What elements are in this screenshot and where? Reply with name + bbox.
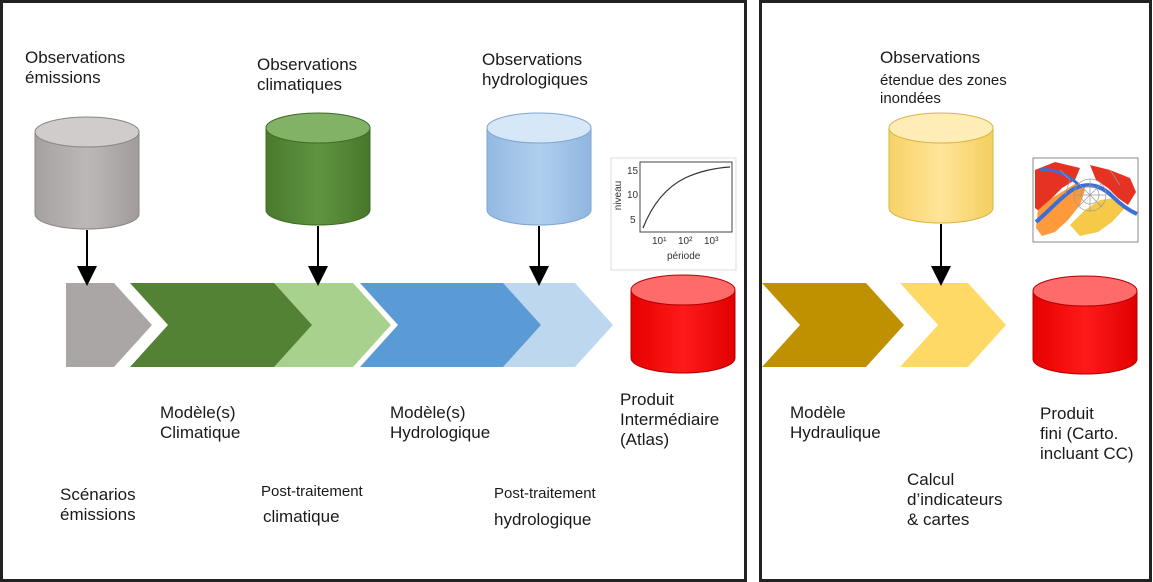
mini-chart-xtick-1: 10¹ <box>652 236 667 247</box>
label-post-traitement-climatique-bottom: climatique <box>263 507 340 526</box>
label-post-traitement-climatique-top: Post-traitement <box>261 483 363 500</box>
cylinder-climatiques <box>265 112 371 226</box>
cylinder-produit-fini <box>1032 275 1138 375</box>
chevron-modele-climatique <box>130 283 331 367</box>
label-observations-hydrologiques: Observations hydrologiques <box>482 50 588 90</box>
left-panel <box>0 0 747 582</box>
label-observations-zones-sub: étendue des zones inondées <box>880 72 1007 107</box>
label-produit-fini: Produit fini (Carto. incluant CC) <box>1040 404 1134 464</box>
label-post-traitement-hydrologique-top: Post-traitement <box>494 485 596 502</box>
label-observations-emissions: Observations émissions <box>25 48 126 88</box>
cylinder-produit-intermediaire <box>630 274 736 374</box>
mini-chart-ylabel: niveau <box>613 180 625 211</box>
mini-return-level-chart <box>610 157 737 271</box>
label-calcul-indicateurs: Calcul d’indicateurs & cartes <box>907 470 1003 530</box>
label-modele-climatique: Modèle(s) Climatique <box>160 403 241 443</box>
label-modele-hydraulique: Modèle Hydraulique <box>790 403 881 443</box>
label-produit-intermediaire: Produit Intermédiaire (Atlas) <box>620 390 720 450</box>
cylinder-hydrologiques <box>486 112 592 226</box>
label-modele-hydrologique: Modèle(s) Hydrologique <box>390 403 491 443</box>
flood-map-thumbnail <box>1032 157 1139 243</box>
label-observations-climatiques: Observations climatiques <box>257 55 358 95</box>
chevron-modele-hydraulique <box>762 283 904 367</box>
label-observations-zones-title: Observations <box>880 48 981 67</box>
label-scenarios-emissions: Scénarios émissions <box>60 485 136 525</box>
chevron-calcul-indicateurs <box>900 283 1006 367</box>
mini-chart-xtick-3: 10³ <box>704 236 719 247</box>
mini-chart-ytick-5: 5 <box>630 215 636 226</box>
mini-chart-ytick-10: 10 <box>627 190 639 201</box>
chevron-post-traitement-hydrologique <box>503 283 613 367</box>
label-post-traitement-hydrologique-bottom: hydrologique <box>494 510 592 529</box>
chevron-modele-hydrologique <box>360 283 561 367</box>
right-panel <box>759 0 1152 582</box>
mini-chart-xlabel: période <box>667 251 701 262</box>
cylinder-zones-inondees <box>888 112 994 224</box>
chevron-scenarios <box>66 283 152 367</box>
return-level-curve <box>642 166 731 229</box>
cylinder-emissions <box>34 116 140 230</box>
mini-chart-ytick-15: 15 <box>627 166 639 177</box>
mini-chart-xtick-2: 10² <box>678 236 693 247</box>
chevron-post-traitement-climatique <box>274 283 391 367</box>
